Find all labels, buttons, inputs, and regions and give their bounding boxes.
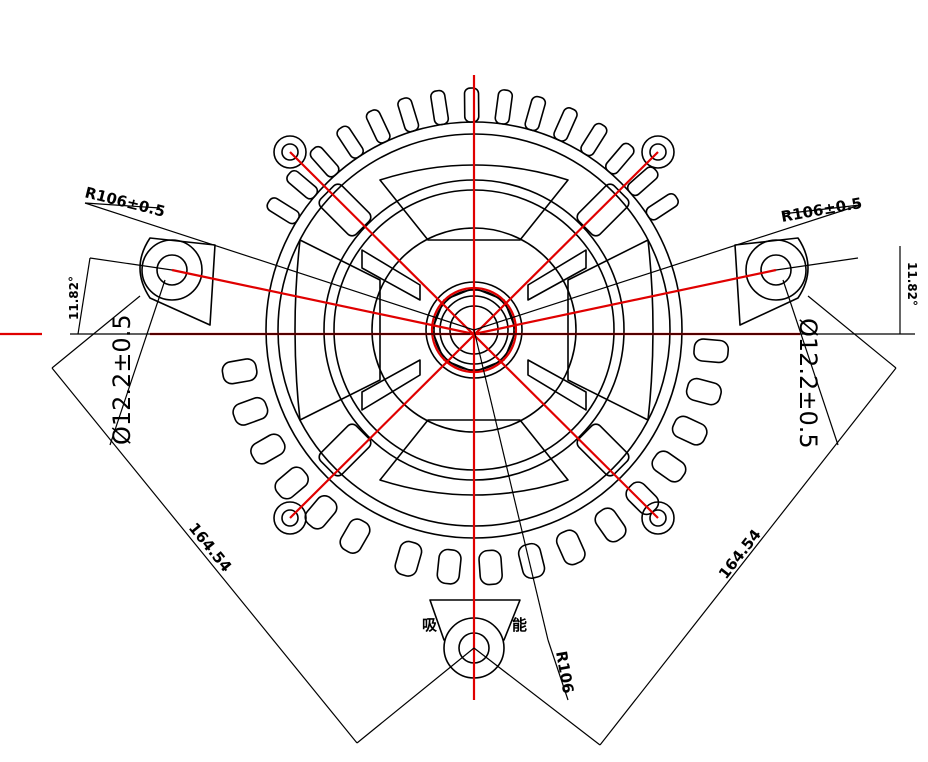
label-bore-left: Ø12.2±0.5 bbox=[108, 314, 136, 445]
cooling-fin bbox=[250, 433, 286, 465]
cooling-fin bbox=[553, 107, 578, 142]
mark-right-glyph: 能 bbox=[512, 616, 527, 634]
cooling-fin bbox=[580, 122, 608, 157]
dimension-lines bbox=[51, 202, 915, 746]
label-radius-right: R106±0.5 bbox=[780, 194, 864, 226]
cooling-fin bbox=[232, 396, 269, 426]
cooling-fin bbox=[594, 507, 627, 543]
cooling-fin bbox=[436, 548, 462, 585]
label-span-right: 164.54 bbox=[715, 526, 765, 583]
cooling-fin bbox=[309, 145, 340, 178]
label-angle-right: 11.82° bbox=[905, 262, 919, 306]
mounting-ear-left bbox=[139, 237, 216, 326]
cooling-fin bbox=[651, 450, 687, 483]
label-span-left: 164.54 bbox=[185, 519, 235, 575]
cooling-fin bbox=[625, 481, 660, 516]
spokes bbox=[294, 164, 654, 496]
cooling-fin bbox=[339, 518, 371, 554]
cooling-fin bbox=[645, 192, 679, 221]
cooling-fin bbox=[221, 358, 258, 385]
cooling-fin bbox=[626, 166, 659, 197]
cooling-fin bbox=[463, 87, 480, 123]
cooling-fin bbox=[274, 466, 309, 500]
mounting-ear-right bbox=[734, 237, 809, 326]
cooling-fin bbox=[430, 89, 450, 126]
cooling-fin bbox=[394, 540, 423, 577]
cooling-fin bbox=[365, 109, 391, 144]
cooling-fin bbox=[397, 97, 420, 133]
mark-left-glyph: 吸 bbox=[422, 616, 438, 634]
cooling-fin bbox=[604, 142, 635, 175]
cooling-fin bbox=[524, 95, 547, 132]
label-bore-right: Ø12.2±0.5 bbox=[794, 318, 822, 449]
dimension-labels: R106±0.5 R106±0.5 11.82° 11.82° Ø12.2±0.… bbox=[67, 183, 919, 695]
cooling-fin bbox=[693, 338, 730, 364]
cooling-fin bbox=[304, 495, 338, 530]
cooling-fin bbox=[494, 89, 514, 125]
cooling-fin bbox=[286, 169, 319, 200]
cooling-fins bbox=[221, 87, 730, 586]
cooling-fin bbox=[671, 415, 708, 446]
label-angle-left: 11.82° bbox=[67, 276, 81, 320]
cooling-fin bbox=[555, 529, 586, 566]
cooling-fin bbox=[336, 125, 364, 159]
label-radius-bottom: R106 bbox=[552, 650, 577, 695]
cooling-fin bbox=[478, 549, 503, 586]
cooling-fin bbox=[517, 542, 546, 580]
label-radius-left: R106±0.5 bbox=[83, 183, 167, 220]
cooling-fin bbox=[685, 377, 722, 406]
cooling-fin bbox=[266, 197, 300, 225]
